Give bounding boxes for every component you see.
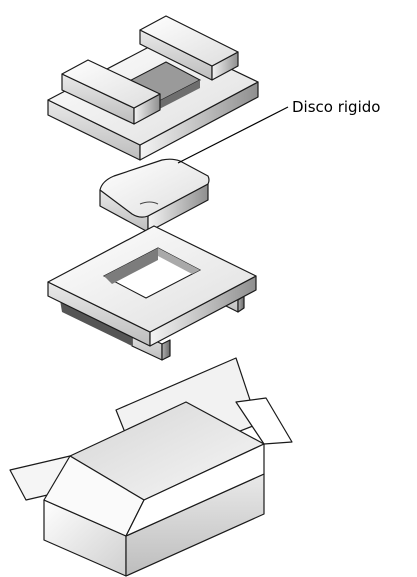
top-foam-insert bbox=[47, 15, 259, 161]
hard-drive bbox=[99, 158, 210, 233]
hard-drive-callout: Disco rigido bbox=[177, 98, 380, 164]
callout-label: Disco rigido bbox=[292, 98, 380, 116]
callout-leader-line bbox=[177, 106, 289, 164]
shipping-box bbox=[9, 357, 293, 577]
bottom-foam-insert bbox=[47, 225, 257, 361]
